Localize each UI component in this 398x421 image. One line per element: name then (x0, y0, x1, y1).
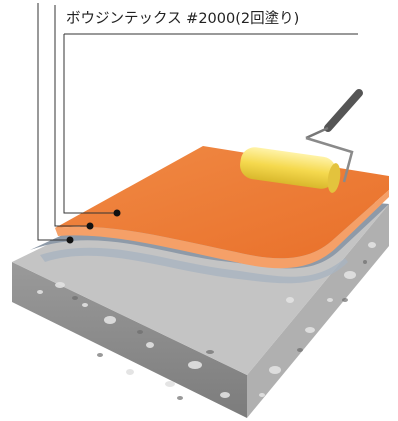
leader-dots (66, 209, 121, 244)
concrete-aggregate (37, 242, 376, 398)
primer-layer-highlight (40, 247, 348, 284)
leader-line-1 (63, 34, 117, 214)
concrete-dark-aggregate (72, 260, 367, 400)
leader-line-3 (37, 3, 70, 241)
product-callout-label: ボウジンテックス #2000(2回塗り) (66, 11, 300, 27)
concrete-side-face (247, 204, 389, 418)
concrete-front-face (12, 262, 247, 418)
topcoat-edge (55, 190, 389, 269)
leader-line-2 (54, 5, 90, 227)
leader-lines (37, 3, 358, 241)
paint-roller-icon (240, 89, 363, 193)
